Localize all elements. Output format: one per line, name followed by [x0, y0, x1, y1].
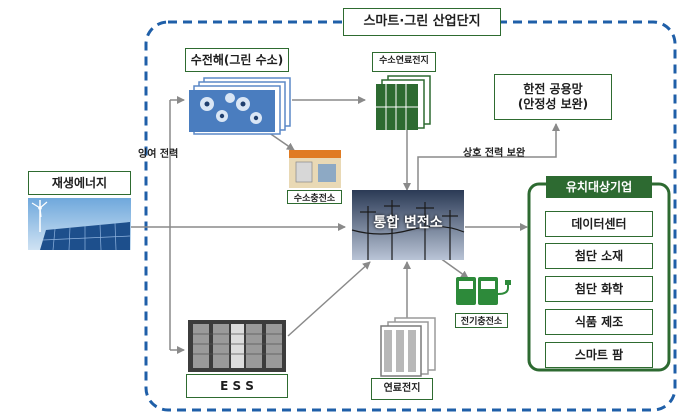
- ev-charger-icon: [456, 277, 511, 305]
- ess-label: E S S: [186, 374, 288, 398]
- industry-item: 데이터센터: [545, 211, 653, 237]
- industry-item: 스마트 팜: [545, 342, 653, 368]
- hydrolysis-image: [189, 77, 291, 135]
- hydrogen-station-image: [289, 150, 341, 188]
- kepco-grid-box: 한전 공용망 (안정성 보완): [494, 74, 612, 120]
- industry-item: 첨단 소재: [545, 243, 653, 269]
- hydrogen-station-label: 수소충전소: [287, 190, 342, 204]
- industries-header: 유치대상기업: [546, 176, 652, 198]
- surplus-power-label: 잉여 전력: [138, 149, 179, 160]
- ess-image: [188, 320, 286, 372]
- title-text: 스마트·그린 산업단지: [363, 13, 481, 29]
- page-title: 스마트·그린 산업단지: [343, 8, 501, 36]
- industry-item: 첨단 화학: [545, 276, 653, 302]
- fuel-cell-label: 연료전지: [371, 378, 433, 400]
- fuel-cell-image: [380, 317, 436, 377]
- mutual-supply-label: 상호 전력 보완: [463, 148, 526, 159]
- ev-station-label: 전기충전소: [455, 313, 508, 328]
- hydrolysis-label: 수전해(그린 수소): [185, 48, 289, 72]
- substation-label: 통합 변전소: [373, 215, 443, 231]
- connectors: [130, 96, 560, 354]
- industry-item: 식품 제조: [545, 309, 653, 335]
- renewable-image: [28, 198, 131, 251]
- fuelcell-plant-image: [376, 75, 431, 130]
- fuelcell-plant-label: 수소연료전지: [372, 52, 436, 72]
- substation-image: [351, 190, 465, 260]
- renewable-label: 재생에너지: [28, 171, 131, 195]
